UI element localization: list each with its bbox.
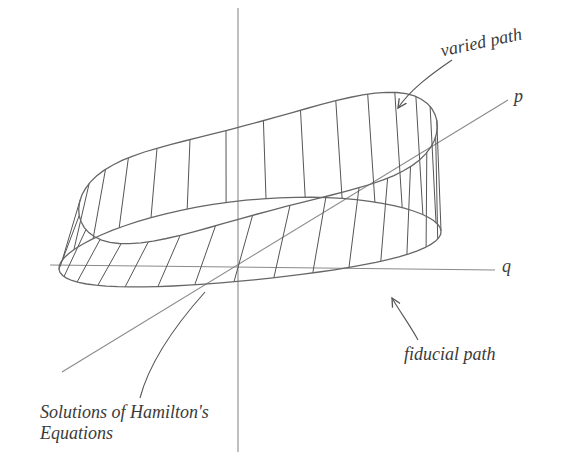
hatch-stroke — [430, 106, 436, 222]
axis-label: p — [514, 86, 523, 107]
hatch-stroke — [158, 235, 180, 286]
hatch-stroke — [195, 226, 216, 285]
varied-path-curve — [79, 92, 438, 243]
q-axis — [50, 265, 495, 270]
hatch-stroke — [263, 121, 266, 199]
hatch-stroke — [64, 230, 86, 277]
axis-label: q — [502, 256, 511, 277]
note-label: Solutions of Hamilton's Equations — [40, 402, 210, 443]
path-label: fiducial path — [404, 344, 496, 365]
hatch-stroke — [151, 148, 157, 217]
leader-line — [140, 292, 205, 398]
hatch-stroke — [98, 244, 121, 286]
path-label: varied path — [439, 24, 524, 61]
hatch-stroke — [381, 178, 388, 261]
vertical-axis — [237, 8, 238, 452]
fiducial-path-curve — [59, 197, 441, 287]
hatch-stroke — [226, 131, 227, 203]
hatch-stroke — [187, 140, 190, 209]
leader-arrow — [392, 298, 418, 340]
hatch-stroke — [313, 196, 326, 273]
hatch-stroke — [74, 183, 89, 249]
leader-line — [398, 60, 452, 108]
hatch-stroke — [274, 205, 290, 277]
hatch-stroke — [93, 169, 105, 238]
tube-hatching — [59, 92, 441, 287]
hatch-stroke — [426, 153, 428, 247]
hatch-stroke — [368, 94, 375, 202]
hatch-stroke — [416, 97, 423, 215]
hatch-stroke — [119, 158, 128, 228]
hatch-stroke — [395, 92, 402, 207]
hatch-stroke — [301, 110, 306, 197]
hatch-stroke — [336, 101, 342, 199]
hatch-stroke — [234, 215, 253, 281]
hatch-stroke — [125, 242, 148, 287]
p-axis — [62, 100, 508, 372]
